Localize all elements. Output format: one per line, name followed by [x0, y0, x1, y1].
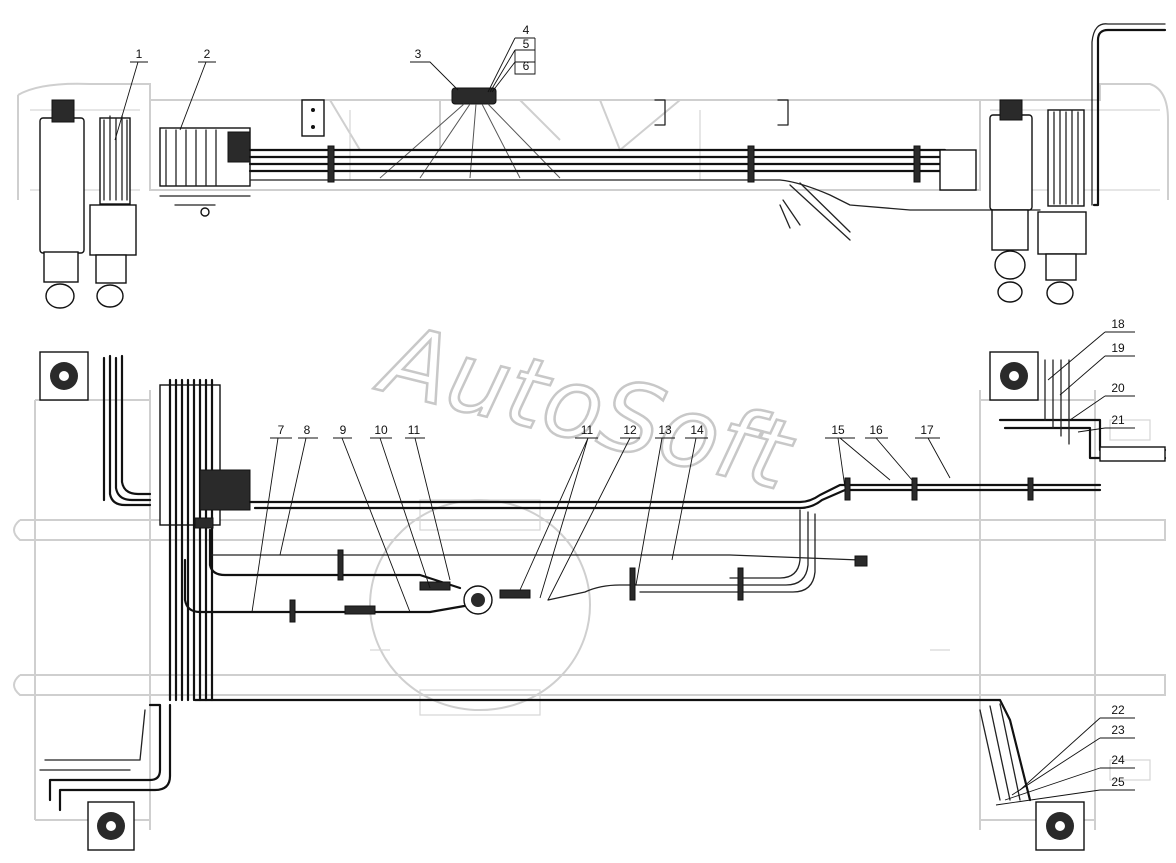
callout-plan-24: 24	[1111, 753, 1125, 767]
callout-plan-23: 23	[1111, 723, 1125, 737]
distributor	[379, 87, 561, 179]
callout-plan-20: 20	[1111, 381, 1125, 395]
callout-plan-25: 25	[1111, 775, 1125, 789]
frame-plate-bolt	[311, 125, 315, 129]
callout-plan-7: 7	[278, 423, 285, 437]
callout-top-2: 2	[204, 47, 211, 61]
callout-top-6: 6	[523, 59, 530, 73]
frame-plate	[301, 99, 325, 137]
callout-plan-16: 16	[869, 423, 883, 437]
side-view-pipes	[248, 145, 1041, 241]
hub-rear-left	[87, 801, 135, 851]
watermark: AutoSoft	[367, 302, 805, 513]
plan-pipes	[39, 359, 1167, 812]
callout-plan-15: 15	[831, 423, 845, 437]
plan-view	[13, 351, 1167, 851]
callout-plan-19: 19	[1111, 341, 1125, 355]
hub-front-right	[989, 351, 1039, 401]
callout-plan-9: 9	[340, 423, 347, 437]
callout-plan-13: 13	[658, 423, 672, 437]
central-valve-column	[159, 378, 251, 702]
callout-plan-8: 8	[304, 423, 311, 437]
callout-top-3: 3	[415, 47, 422, 61]
frame-brackets	[654, 99, 789, 126]
left-wheel-units	[39, 99, 137, 309]
valve-block	[159, 127, 251, 217]
callout-plan-11: 11	[581, 423, 594, 437]
side-view	[17, 23, 1169, 309]
callout-plan-11: 11	[408, 423, 421, 437]
callout-plan-17: 17	[920, 423, 934, 437]
pipe-clamps	[289, 477, 1034, 623]
callout-top-5: 5	[523, 37, 530, 51]
hub-front-left	[39, 351, 89, 401]
callout-plan-12: 12	[623, 423, 637, 437]
hub-rear-right	[1035, 801, 1085, 851]
right-wheel-units	[989, 23, 1167, 305]
callout-plan-22: 22	[1111, 703, 1125, 717]
hose-front-left	[102, 354, 152, 507]
central-distributor	[344, 581, 531, 615]
callout-plan-21: 21	[1111, 413, 1125, 427]
plan-frame	[13, 390, 1166, 830]
callout-top-4: 4	[523, 23, 530, 37]
callout-top-1: 1	[136, 47, 143, 61]
callout-plan-18: 18	[1111, 317, 1125, 331]
callout-plan-10: 10	[374, 423, 388, 437]
frame-plate-bolt	[311, 108, 315, 112]
callout-plan-14: 14	[690, 423, 704, 437]
